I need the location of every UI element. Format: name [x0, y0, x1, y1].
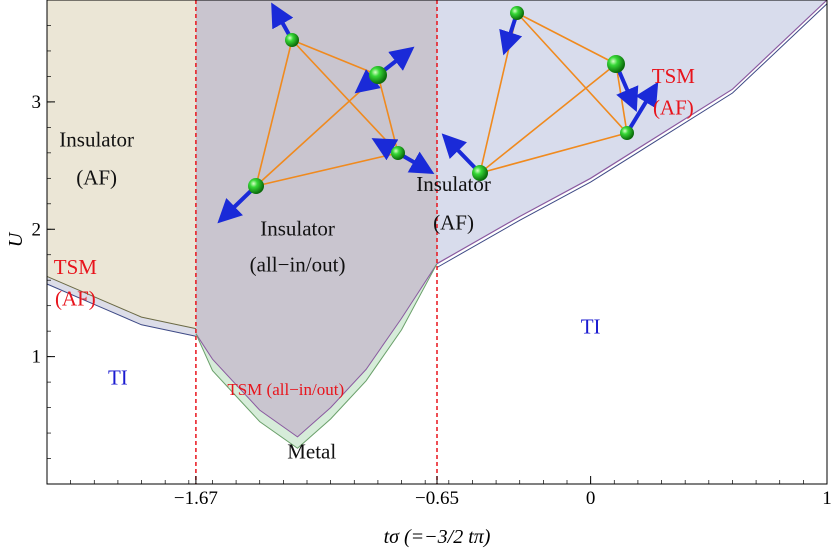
x-tick-label: 1 — [822, 488, 832, 509]
region-label: Insulator — [416, 172, 491, 196]
region-label: (AF) — [76, 166, 117, 190]
y-tick-label: 2 — [32, 219, 42, 240]
boundary-metal — [195, 263, 438, 449]
boundary-tsm-right — [436, 3, 828, 268]
region-label: TI — [108, 366, 128, 390]
dashed-lines-layer — [195, 0, 438, 484]
boundary-af-left — [46, 275, 197, 330]
x-tick-label: −1.67 — [174, 488, 218, 509]
atom — [285, 33, 299, 47]
region-tsm-band-left — [47, 276, 196, 337]
boundaries-layer — [46, 0, 828, 449]
boundary-all-in-out — [195, 263, 438, 438]
region-label: Metal — [287, 440, 336, 464]
region-label: TSM (all−in/out) — [227, 380, 344, 399]
y-tick-label: 3 — [32, 92, 42, 113]
tick-labels-layer: −1.67 −0.65 0 1 1 2 3 — [32, 92, 832, 509]
y-axis-label: U — [5, 231, 27, 247]
tetrahedron-all-in-out-illustration — [217, 2, 435, 224]
svg-text:U: U — [5, 231, 27, 247]
region-label: (all−in/out) — [250, 252, 346, 276]
x-tick-label: 0 — [586, 488, 596, 509]
region-all-in-out — [195, 0, 437, 437]
atom — [510, 6, 524, 20]
atom — [620, 126, 634, 140]
region-label: Insulator — [260, 217, 335, 241]
region-label: Insulator — [59, 127, 134, 151]
region-label: (AF) — [55, 287, 96, 311]
ticks-layer — [47, 25, 828, 484]
region-label: (AF) — [433, 210, 474, 234]
region-af-left — [47, 0, 196, 329]
x-tick-label: −0.65 — [415, 488, 459, 509]
atom — [391, 146, 405, 160]
y-tick-label: 1 — [32, 347, 42, 368]
svg-text:tσ (=−3/2 tπ): tσ (=−3/2 tπ) — [384, 526, 491, 548]
atom — [248, 178, 264, 194]
x-axis-label: tσ (=−3/2 tπ) — [384, 526, 491, 548]
region-label: TI — [581, 315, 601, 339]
region-label: (AF) — [653, 96, 694, 120]
region-label: TSM — [54, 255, 98, 279]
boundary-af-right — [436, 0, 828, 265]
atom — [472, 165, 488, 181]
atom — [607, 55, 625, 73]
annotations-layer: Insulator (AF) Insulator (all−in/out) Insula… — [54, 64, 696, 464]
boundary-tsm-left — [46, 283, 197, 337]
region-label: TSM — [652, 64, 696, 88]
atom — [369, 66, 387, 84]
tetrahedron-af-illustration — [441, 6, 659, 181]
